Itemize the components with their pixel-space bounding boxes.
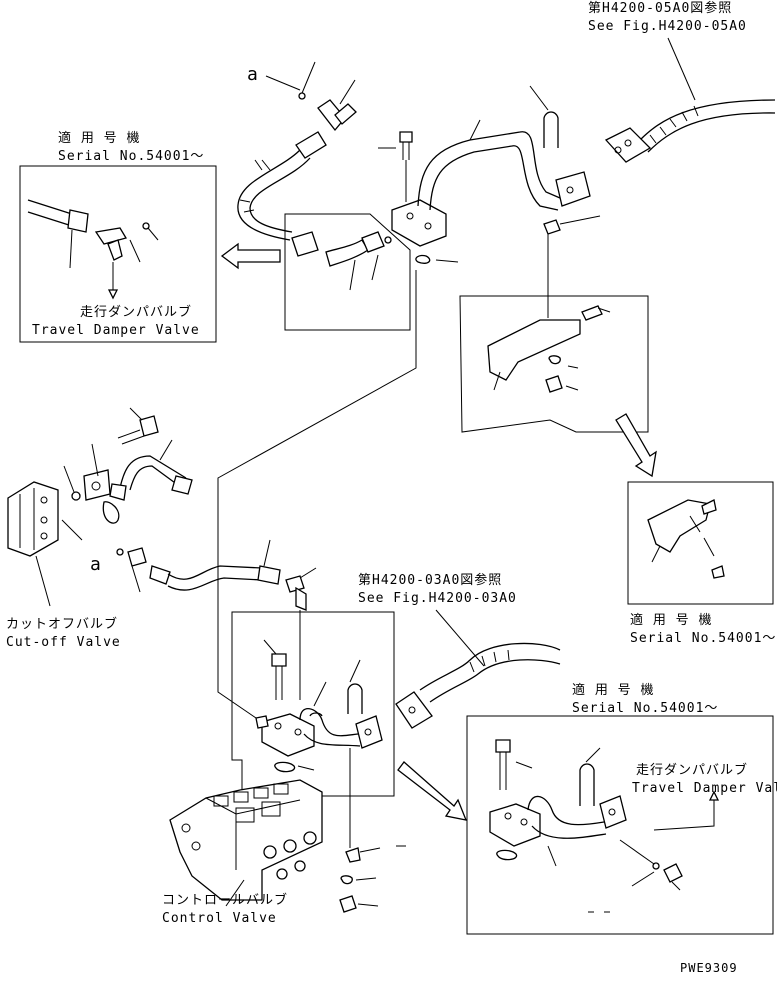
- u-clip-upper: [529, 85, 559, 148]
- page-code: PWE9309: [680, 961, 738, 975]
- inset-frame-upper: [284, 213, 411, 331]
- pipe-route-line: [217, 270, 417, 719]
- inset-1-parts: [27, 199, 159, 300]
- hose-cutoff-lower: [116, 539, 281, 593]
- inset-bracket-upper: [459, 295, 649, 433]
- marker-a-left: a: [90, 554, 102, 575]
- steel-tube-center: [299, 681, 361, 747]
- inset-bracket-serial: [627, 481, 774, 605]
- arrow-left-icon: [220, 242, 281, 270]
- marker-a-top: a: [247, 64, 259, 85]
- bolt-upper-center: [378, 131, 413, 160]
- serial-ja-3: 適 用 号 機: [572, 682, 654, 698]
- serial-ja-2: 適 用 号 機: [630, 612, 712, 628]
- bracket-upper: [487, 305, 611, 393]
- travel-damper-ja-1: 走行ダンパバルブ: [80, 304, 192, 320]
- manifold-block-upper: [391, 199, 447, 247]
- elbow-cutoff-right: [285, 567, 317, 611]
- cutoff-ja: カットオフバルブ: [6, 616, 118, 632]
- control-valve-body: [169, 779, 323, 907]
- clip-upper: [543, 219, 561, 235]
- manifold-block-center: [255, 713, 315, 757]
- cutoff-valve-body: [7, 481, 59, 557]
- steel-tube-upper: [417, 119, 561, 211]
- flange-upper-right: [555, 171, 591, 207]
- flange-center: [355, 715, 383, 749]
- oring-upper: [415, 254, 431, 264]
- travel-damper-en-3: Travel Damper Valve: [632, 781, 777, 796]
- bolt-center: [263, 639, 287, 700]
- serial-en-2: Serial No.54001～: [630, 631, 776, 646]
- bracket-small: [647, 499, 725, 579]
- hose-left-upper: [237, 131, 327, 241]
- inset-3-parts: [489, 739, 720, 913]
- oring-center: [274, 761, 296, 773]
- flange-mid: [395, 691, 433, 729]
- hose-cutoff-upper: [109, 439, 193, 501]
- u-clip-center: [347, 659, 363, 714]
- clip-lower: [345, 847, 361, 863]
- travel-damper-ja-3: 走行ダンパバルブ: [636, 762, 748, 778]
- nut-fitting-upper: [291, 231, 392, 291]
- ref-mid-ja: 第H4200-03A0図参照: [358, 572, 502, 588]
- ref-mid-en: See Fig.H4200-03A0: [358, 591, 517, 606]
- travel-damper-en-1: Travel Damper Valve: [32, 323, 200, 338]
- bolt-cutoff: [117, 407, 159, 445]
- control-ja: コントロールバルブ: [162, 892, 288, 908]
- inset-serial-1: [19, 165, 217, 343]
- arrow-right-icon: [397, 761, 468, 821]
- ref-top-leader: [667, 37, 696, 101]
- elbow-fitting-top: [317, 79, 357, 132]
- main-hose-mid: [419, 642, 561, 703]
- serial-ja-1: 適 用 号 機: [58, 130, 140, 146]
- marker-a-top-line: [265, 75, 301, 91]
- ref-top-en: See Fig.H4200-05A0: [588, 19, 747, 34]
- oring-cutoff: [71, 491, 81, 501]
- inset-frame-center: [231, 611, 395, 797]
- arrow-down-right-icon: [615, 413, 657, 478]
- control-en: Control Valve: [162, 911, 277, 926]
- flange-cutoff: [83, 443, 120, 524]
- serial-en-1: Serial No.54001～: [58, 149, 204, 164]
- serial-en-3: Serial No.54001～: [572, 701, 718, 716]
- arrow-down-icon: [107, 289, 119, 300]
- inset-serial-3: [466, 715, 774, 935]
- flange-top: [604, 127, 652, 163]
- cutoff-en: Cut-off Valve: [6, 635, 121, 650]
- main-hose-top: [639, 99, 776, 153]
- ref-top-ja: 第H4200-05A0図参照: [588, 0, 732, 16]
